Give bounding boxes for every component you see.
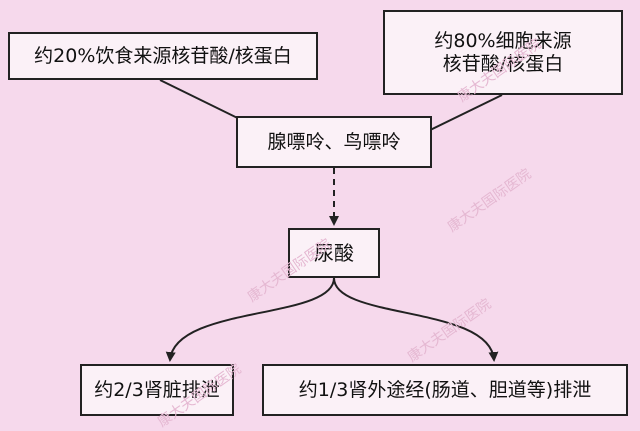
node-cell-source-line2: 核苷酸/核蛋白 [442, 52, 564, 75]
arrow-uric-to-extrarenal [333, 277, 499, 362]
node-diet-source-label: 约20%饮食来源核苷酸/核蛋白 [34, 44, 292, 67]
arrow-uric-to-kidney [165, 277, 335, 362]
node-kidney-excretion-label: 约2/3肾脏排泄 [94, 378, 220, 401]
node-cell-source-line1: 约80%细胞来源 [434, 29, 572, 52]
node-purines: 腺嘌呤、鸟嘌呤 [236, 116, 432, 168]
arrow-cell-to-purine [420, 94, 503, 135]
node-extrarenal-excretion: 约1/3肾外途经(肠道、胆道等)排泄 [262, 364, 628, 416]
node-uric-acid: 尿酸 [288, 228, 380, 278]
node-extrarenal-excretion-label: 约1/3肾外途经(肠道、胆道等)排泄 [298, 378, 592, 401]
node-purines-label: 腺嘌呤、鸟嘌呤 [267, 130, 401, 153]
node-cell-source: 约80%细胞来源 核苷酸/核蛋白 [383, 10, 623, 95]
node-diet-source: 约20%饮食来源核苷酸/核蛋白 [8, 32, 318, 80]
node-uric-acid-label: 尿酸 [314, 241, 354, 265]
node-kidney-excretion: 约2/3肾脏排泄 [80, 364, 234, 416]
